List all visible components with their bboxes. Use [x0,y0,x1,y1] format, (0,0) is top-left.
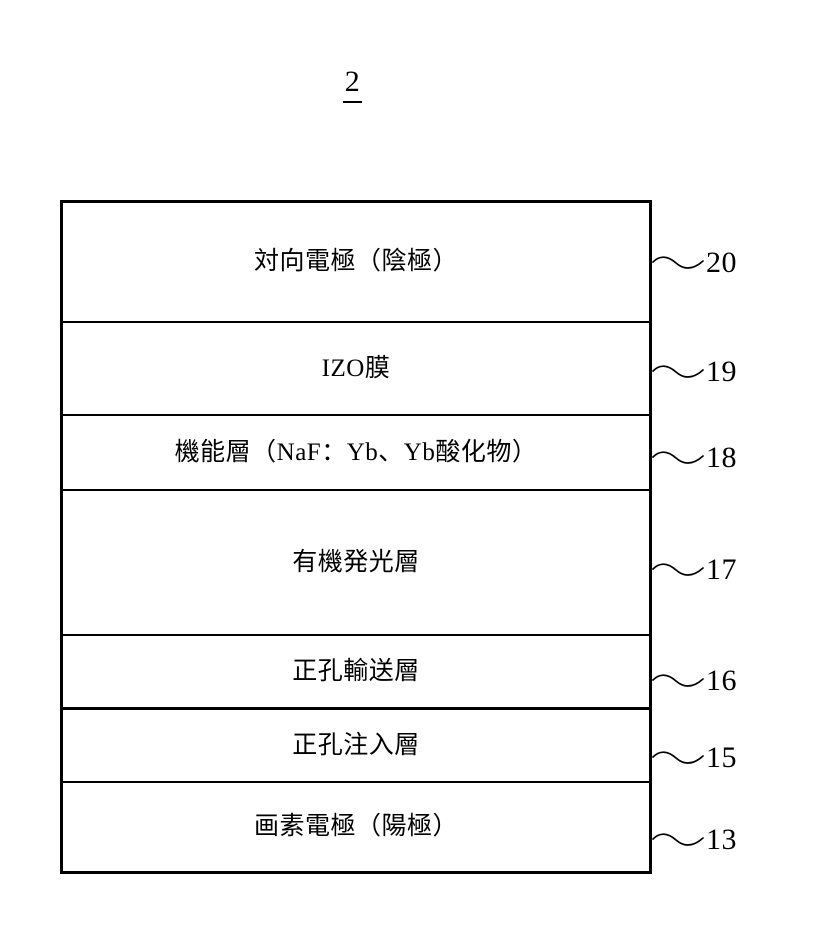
reference-marker: 16 [652,664,737,698]
reference-marker: 17 [652,553,737,587]
reference-marker: 18 [652,441,737,475]
layer-label: 正孔輸送層 [292,657,420,685]
layer-band: 対向電極（陰極） [63,203,649,323]
layer-band: 正孔輸送層 [63,636,649,710]
leader-line-icon [652,450,704,464]
layer-label: 正孔注入層 [292,731,420,759]
leader-line-icon [652,833,704,846]
reference-number: 16 [706,664,737,697]
reference-marker: 19 [652,355,737,389]
leader-line-icon [652,256,704,269]
reference-marker: 15 [652,741,737,775]
leader-line-icon [652,750,704,764]
reference-marker: 13 [652,823,737,857]
layer-label: 対向電極（陰極） [253,248,458,275]
figure-number-text: 2 [342,64,363,103]
reference-number: 20 [706,246,737,279]
layer-stack-diagram: 対向電極（陰極） IZO膜機能層（NaF：Yb、Yb酸化物） 有機発光層正孔輸送層正… [60,200,652,874]
layer-label: IZO膜 [321,354,391,382]
layer-band: 画素電極（陽極） [63,783,649,871]
leader-line-icon [652,674,704,687]
layer-band: IZO膜 [63,323,649,416]
reference-number: 15 [706,740,737,774]
reference-number: 19 [706,354,737,388]
layer-band: 機能層（NaF：Yb、Yb酸化物） [63,416,649,491]
layer-label: 機能層（NaF：Yb、Yb酸化物） [174,438,538,466]
reference-number: 13 [706,823,737,856]
leader-line-icon [652,562,704,576]
layer-band: 有機発光層 [63,491,649,636]
leader-line-icon [652,364,704,378]
reference-number: 18 [706,440,737,474]
reference-number: 17 [706,552,737,586]
reference-marker: 20 [652,246,737,280]
figure-number: 2 [0,64,705,103]
layer-band: 正孔注入層 [63,710,649,783]
layer-label: 画素電極（陽極） [253,813,458,840]
layer-label: 有機発光層 [292,548,420,576]
